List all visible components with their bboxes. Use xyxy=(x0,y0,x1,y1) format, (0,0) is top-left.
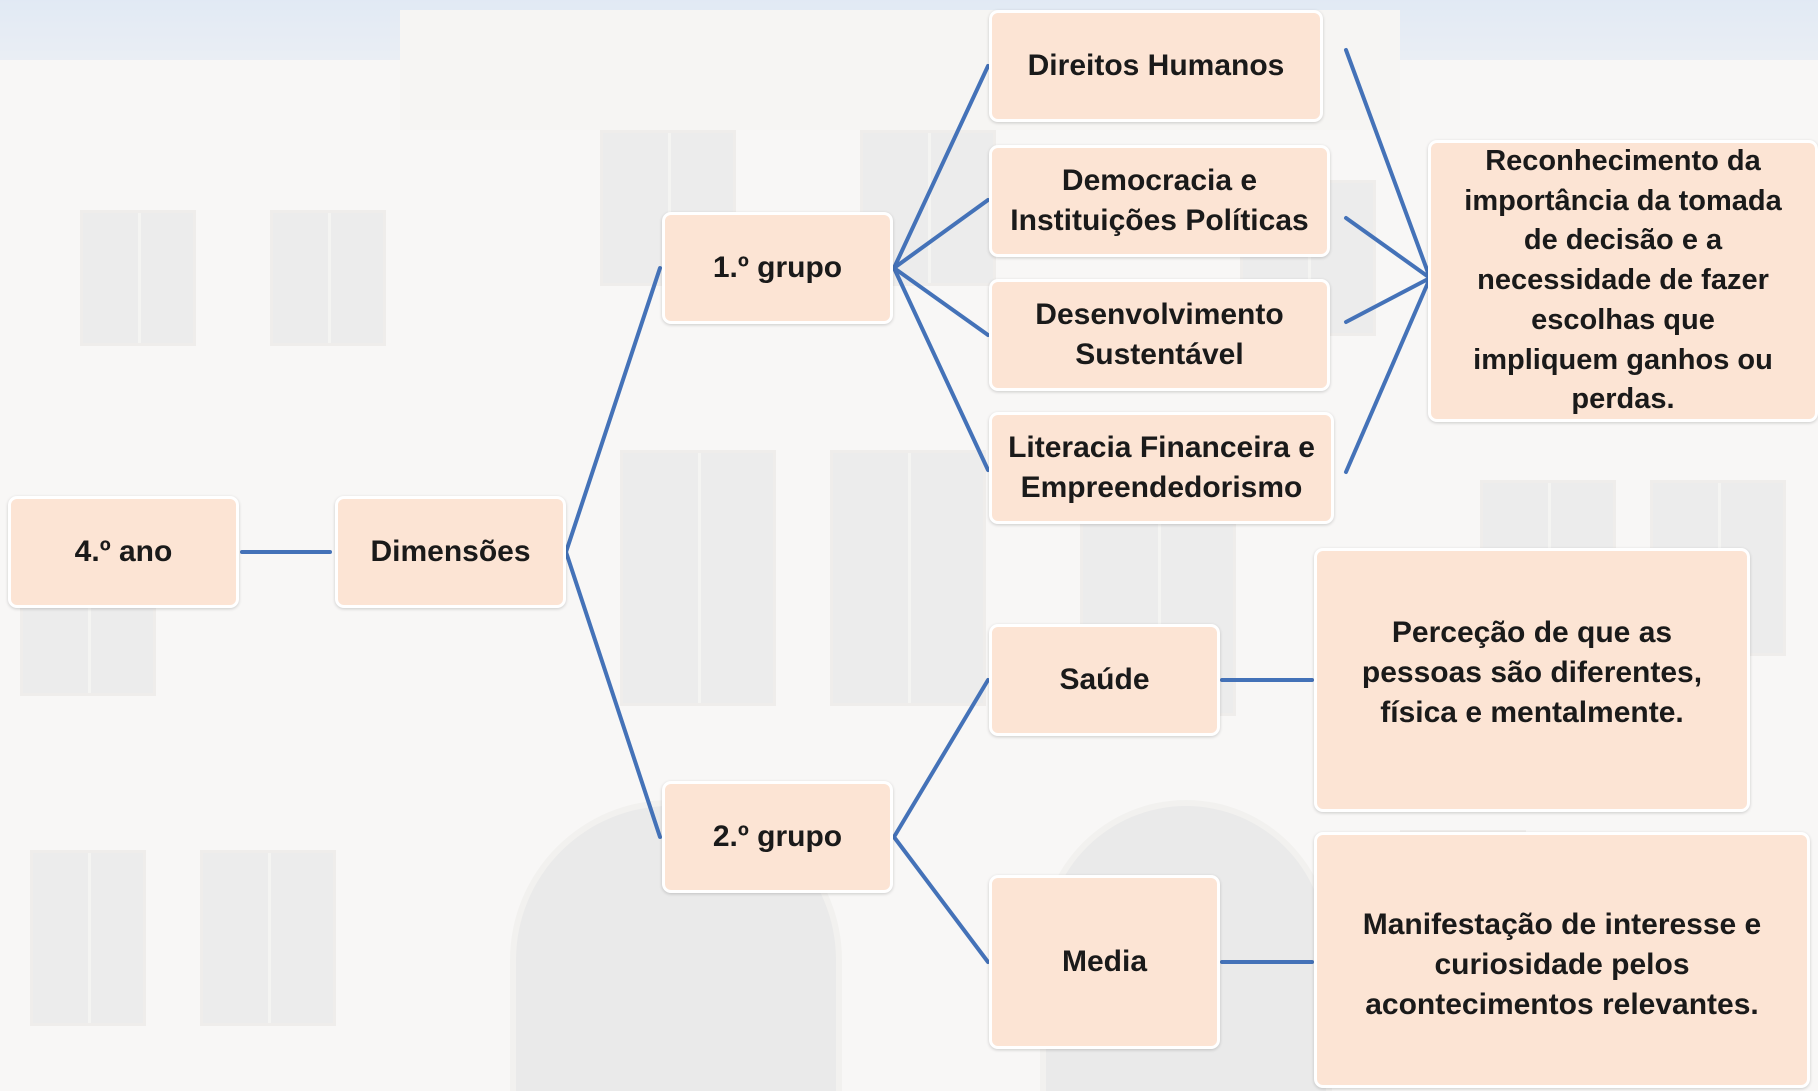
connector-dimensions-group1 xyxy=(564,266,662,554)
topic-label: Literacia Financeira e Empreendedorismo xyxy=(1008,431,1315,504)
node-group1: 1.º grupo xyxy=(662,212,893,324)
node-topic-direitos-humanos: Direitos Humanos xyxy=(989,10,1323,122)
node-dimensions: Dimensões xyxy=(335,496,566,608)
connector-group2-saude xyxy=(892,678,990,839)
node-topic-saude: Saúde xyxy=(989,624,1220,736)
connector-topic3-outcome xyxy=(1344,276,1432,324)
topic-label: Saúde xyxy=(1059,663,1150,697)
node-topic-literacia: Literacia Financeira e Empreendedorismo xyxy=(989,412,1334,524)
connector-group1-topic2 xyxy=(892,198,990,270)
topic-label: Desenvolvimento Sustentável xyxy=(1035,298,1284,371)
connector-group1-topic3 xyxy=(892,266,990,337)
node-root-label: 4.º ano xyxy=(74,535,173,569)
topic-label: Direitos Humanos xyxy=(1027,49,1285,83)
connector-topic1-outcome xyxy=(1344,48,1432,280)
connector-topic2-outcome xyxy=(1344,216,1432,280)
topic-label: Media xyxy=(1061,945,1148,979)
node-topic-democracia: Democracia e Instituições Políticas xyxy=(989,145,1330,257)
node-root: 4.º ano xyxy=(8,496,239,608)
outcome-text: Perceção de que as pessoas são diferente… xyxy=(1361,616,1703,729)
node-topic-media: Media xyxy=(989,875,1220,1049)
node-group1-label: 1.º grupo xyxy=(712,251,843,285)
outcome-text: Reconhecimento da importância da tomada … xyxy=(1464,144,1782,416)
connector-group1-topic1 xyxy=(892,64,990,270)
node-topic-desenvolvimento: Desenvolvimento Sustentável xyxy=(989,279,1330,391)
connector-dimensions-group2 xyxy=(564,550,662,839)
node-outcome-media: Manifestação de interesse e curiosidade … xyxy=(1314,832,1810,1088)
topic-label: Democracia e Instituições Políticas xyxy=(1010,164,1309,237)
node-group2: 2.º grupo xyxy=(662,781,893,893)
node-outcome-saude: Perceção de que as pessoas são diferente… xyxy=(1314,548,1750,812)
connector-topic4-outcome xyxy=(1344,276,1432,474)
connector-group1-topic4 xyxy=(892,266,990,472)
node-outcome-group1: Reconhecimento da importância da tomada … xyxy=(1428,140,1818,422)
outcome-text: Manifestação de interesse e curiosidade … xyxy=(1362,908,1762,1021)
node-group2-label: 2.º grupo xyxy=(712,820,843,854)
node-dimensions-label: Dimensões xyxy=(370,535,531,569)
connector-group2-media xyxy=(892,835,990,964)
